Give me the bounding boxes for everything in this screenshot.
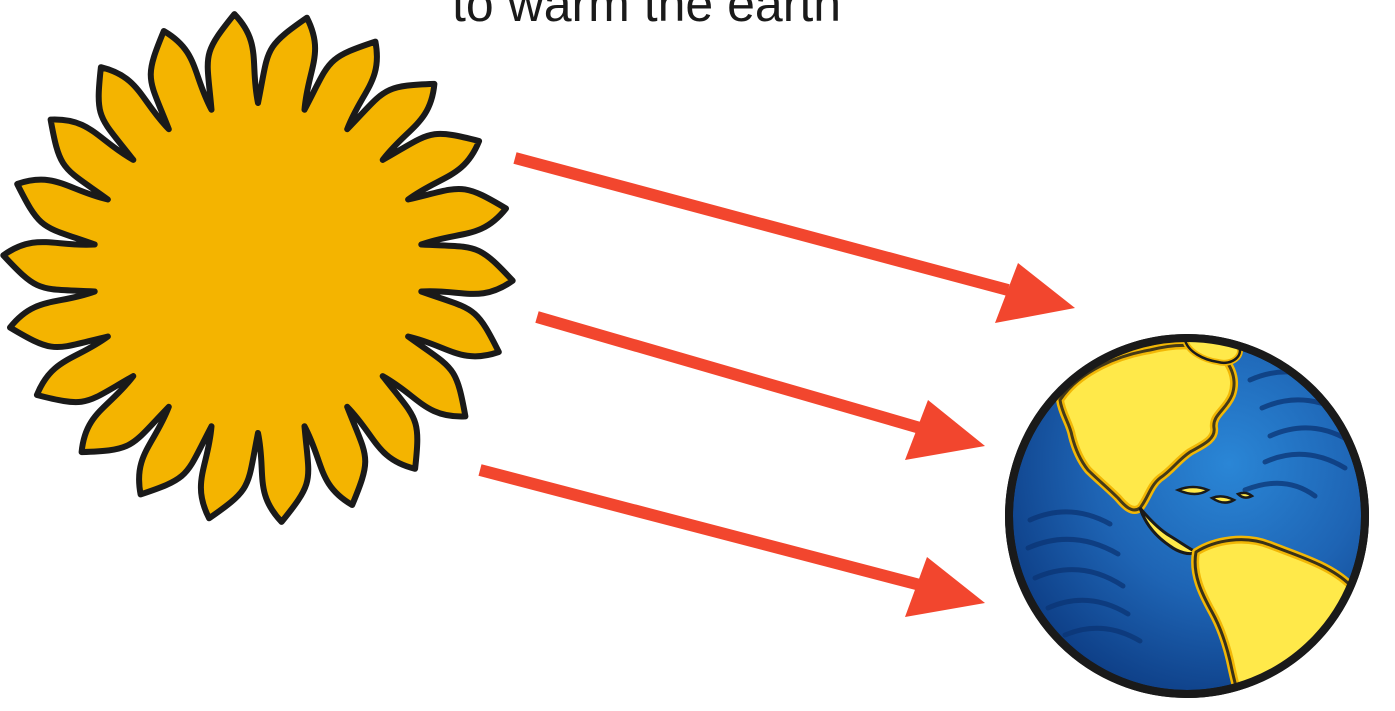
- earth-globe-icon: [1005, 334, 1369, 711]
- sun-icon: [3, 14, 512, 522]
- ray-arrow-middle-shaft: [537, 317, 920, 428]
- ray-arrow-top-head: [995, 263, 1075, 323]
- ray-arrow-top-shaft: [515, 158, 1008, 290]
- ray-arrow-middle-head: [905, 400, 985, 460]
- ray-arrow-bottom-head: [905, 557, 985, 617]
- ray-arrow-bottom-shaft: [480, 470, 920, 585]
- arrow-right-icon: [480, 158, 1075, 617]
